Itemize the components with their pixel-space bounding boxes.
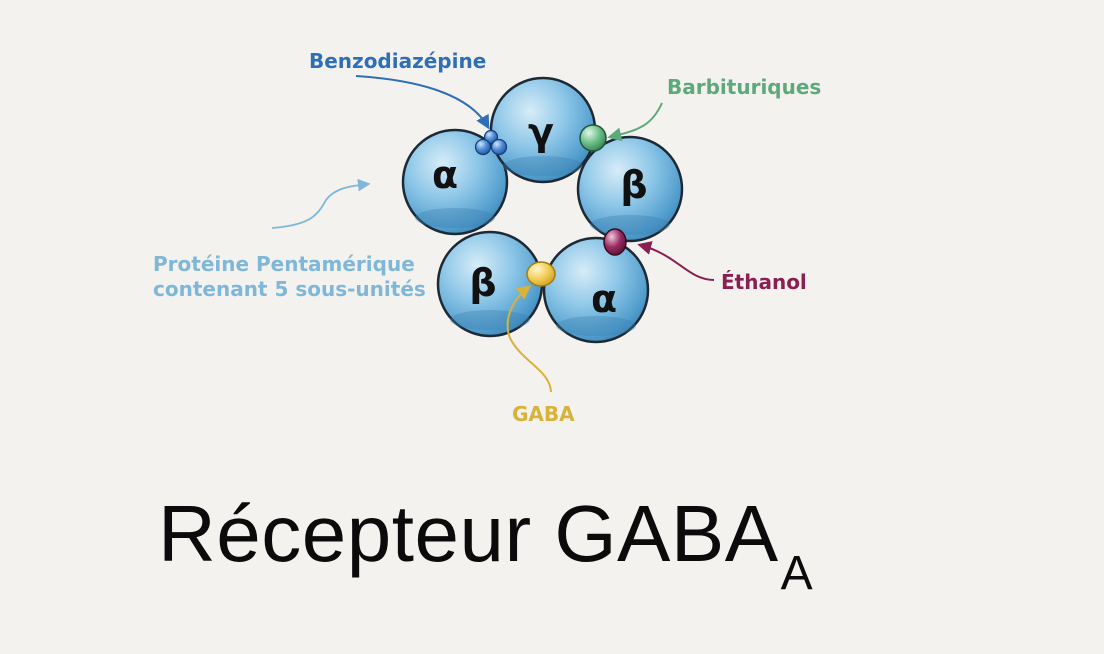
barbituriques-arrow [607, 102, 663, 142]
subunit-beta-right: β [576, 135, 684, 243]
title-main: Récepteur GABA [158, 489, 779, 578]
barbituriques-label: Barbituriques [667, 75, 821, 99]
ethanol-arrow [637, 241, 715, 281]
benzodiazepine-molecule-icon [474, 129, 508, 156]
subunit-label-beta-right: β [620, 163, 647, 207]
gaba-arrow [506, 285, 552, 393]
gaba-molecule-icon [526, 261, 556, 287]
subunit-label-alpha-left: α [432, 153, 458, 197]
ethanol-molecule-icon [603, 228, 627, 256]
subunit-alpha-bottom: α [542, 236, 650, 344]
subunit-gamma: γ [489, 76, 597, 184]
subunit-beta-bottom: β [436, 230, 544, 338]
subunit-label-gamma: γ [528, 110, 554, 154]
subunit-alpha-left: α [401, 128, 509, 236]
barbiturate-molecule-icon [579, 124, 607, 152]
proteine-label-line1: Protéine Pentamérique [153, 252, 415, 276]
proteine-arrow [271, 178, 371, 229]
benzodiazepine-label: Benzodiazépine [309, 49, 486, 73]
proteine-label-line2: contenant 5 sous-unités [153, 277, 426, 301]
gaba-label: GABA [512, 402, 575, 426]
page-title: Récepteur GABAA [158, 488, 813, 600]
ethanol-label: Éthanol [721, 270, 807, 294]
subunit-label-alpha-bottom: α [591, 277, 617, 321]
subunit-label-beta-bottom: β [469, 261, 496, 305]
title-subscript: A [780, 547, 814, 600]
benzodiazepine-arrow [355, 75, 490, 130]
